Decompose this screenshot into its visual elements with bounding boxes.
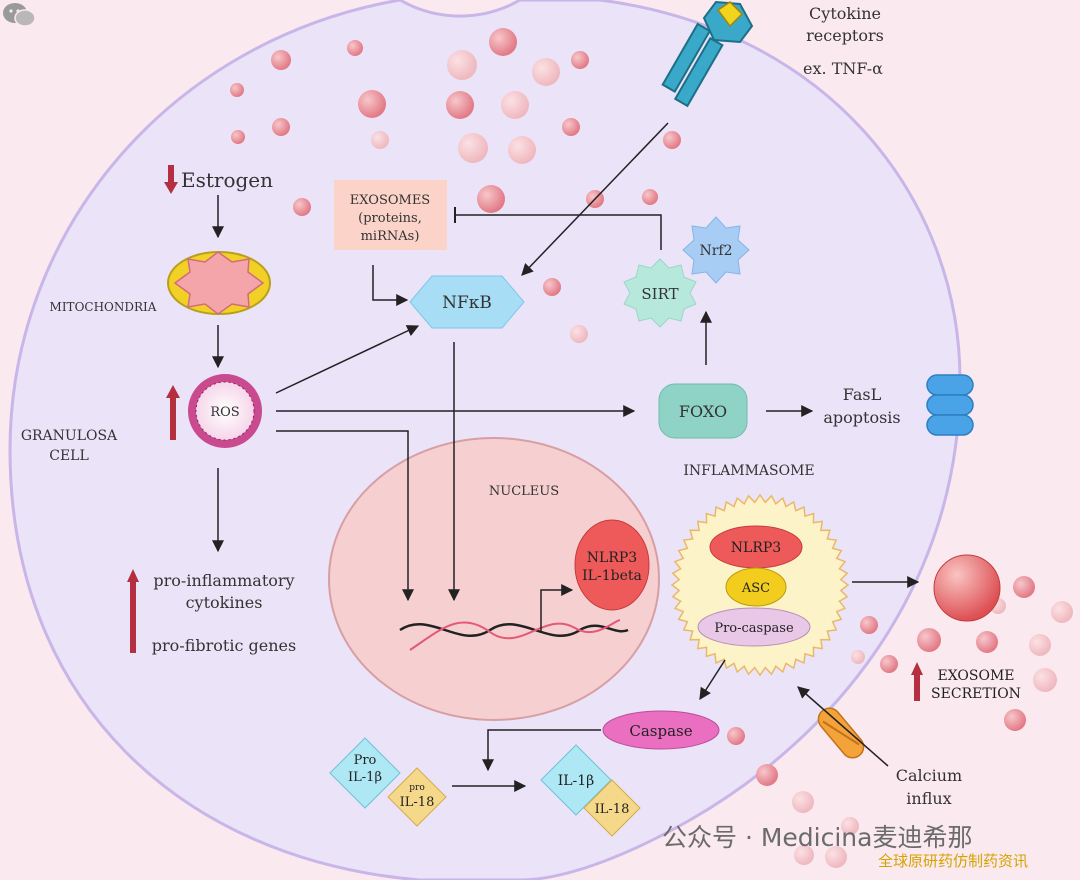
calcium-to-inflammasome-arrow [797, 686, 889, 767]
cytokine-receptor-icon [661, 0, 754, 108]
pro-il18-label-1: pro [409, 783, 424, 793]
inflammasome-nlrp3-label: NLRP3 [731, 540, 781, 556]
exosomes-label-3: miRNAs) [361, 229, 420, 244]
pro-fibrotic-label: pro-fibrotic genes [152, 636, 296, 655]
pro-il18-label-2: IL-18 [400, 795, 435, 810]
receptor-to-nfkb-arrow [521, 122, 669, 276]
mitochondria-icon [167, 251, 271, 315]
exosomes-to-nfkb-arrow [372, 265, 409, 306]
pro-inflammatory-label-1: pro-inflammatory [153, 571, 294, 590]
granulosa-cell-label-2: CELL [49, 448, 89, 464]
procaspase-to-caspase-arrow [699, 659, 726, 701]
dna-strand-icon [399, 619, 629, 651]
pro-inflammatory-up-arrow-icon [127, 569, 139, 653]
pro-inflammatory-label-2: cytokines [186, 593, 263, 612]
fasl-label: FasL [843, 385, 882, 404]
ros-up-arrow-icon [166, 385, 180, 440]
dna-to-nlrp3-arrow [540, 584, 574, 632]
sirt-label: SIRT [641, 285, 678, 303]
pro-il1b-label-1: Pro [354, 753, 377, 768]
sirt-node [623, 258, 697, 328]
tnf-example-label: ex. TNF-α [803, 59, 883, 78]
foxo-node [658, 383, 748, 439]
caspase-label: Caspase [629, 722, 692, 740]
secreted-exosome-icon [933, 554, 1001, 622]
exosomes-box [334, 180, 447, 250]
nfkb-node [409, 275, 525, 329]
watermark-text: 公众号 · Medicina麦迪希那 [662, 823, 973, 852]
calcium-influx-label-1: Calcium [896, 766, 962, 785]
nlrp3-label: NLRP3 [587, 550, 637, 566]
exosome-secretion-label-2: SECRETION [931, 686, 1021, 702]
il18-node [583, 779, 641, 837]
inflammasome-label: INFLAMMASOME [683, 463, 814, 479]
watermark-subtext: 全球原研药仿制药资讯 [878, 852, 1029, 870]
il18-label: IL-18 [595, 802, 630, 817]
exosome-secretion-label-1: EXOSOME [937, 668, 1014, 684]
pro-il18-node [387, 767, 447, 827]
granulosa-cell-label-1: GRANULOSA [21, 428, 118, 444]
cytokine-receptors-label-1: Cytokine [809, 4, 881, 23]
ros-icon [188, 374, 262, 448]
sirt-inhibits-exosomes-line [455, 214, 662, 250]
estrogen-down-arrow-icon [164, 165, 178, 194]
mitochondria-label: MITOCHONDRIA [50, 300, 157, 314]
foxo-label: FOXO [679, 402, 727, 421]
exosomes-label-2: (proteins, [358, 211, 422, 226]
nrf2-node [682, 216, 750, 284]
pro-il1b-label-2: IL-1β [348, 770, 382, 785]
nucleus-label: NUCLEUS [489, 484, 559, 499]
ros-to-dna-arrow [276, 430, 414, 602]
nlrp3-il1beta-node [574, 519, 650, 611]
exosome-secretion-up-arrow-icon [911, 662, 923, 701]
exosomes-label-1: EXOSOMES [350, 193, 430, 208]
asc-label: ASC [741, 581, 770, 596]
exosome-particles [230, 28, 1073, 868]
ros-to-nfkb-arrow [275, 325, 420, 394]
calcium-channel-icon [817, 707, 865, 759]
caspase-to-il-arrow [482, 729, 601, 772]
asc-node [725, 567, 787, 607]
il1b-label: IL-1β [558, 773, 595, 789]
cytokine-receptors-label-2: receptors [806, 26, 884, 45]
calcium-influx-label-2: influx [906, 789, 951, 808]
nfkb-label: NFκB [442, 293, 492, 313]
nrf2-label: Nrf2 [699, 243, 732, 259]
pro-caspase-label: Pro-caspase [714, 621, 794, 636]
il1b-node [540, 744, 612, 816]
pro-il1b-node [329, 737, 401, 809]
ros-label: ROS [210, 405, 239, 420]
estrogen-label: Estrogen [181, 168, 273, 192]
wechat-icon [3, 3, 36, 27]
il1beta-label: IL-1beta [582, 568, 642, 584]
apoptosis-membrane-icon [926, 374, 974, 436]
caspase-node [602, 710, 720, 750]
pro-caspase-node [697, 607, 811, 647]
apoptosis-label: apoptosis [823, 408, 900, 427]
